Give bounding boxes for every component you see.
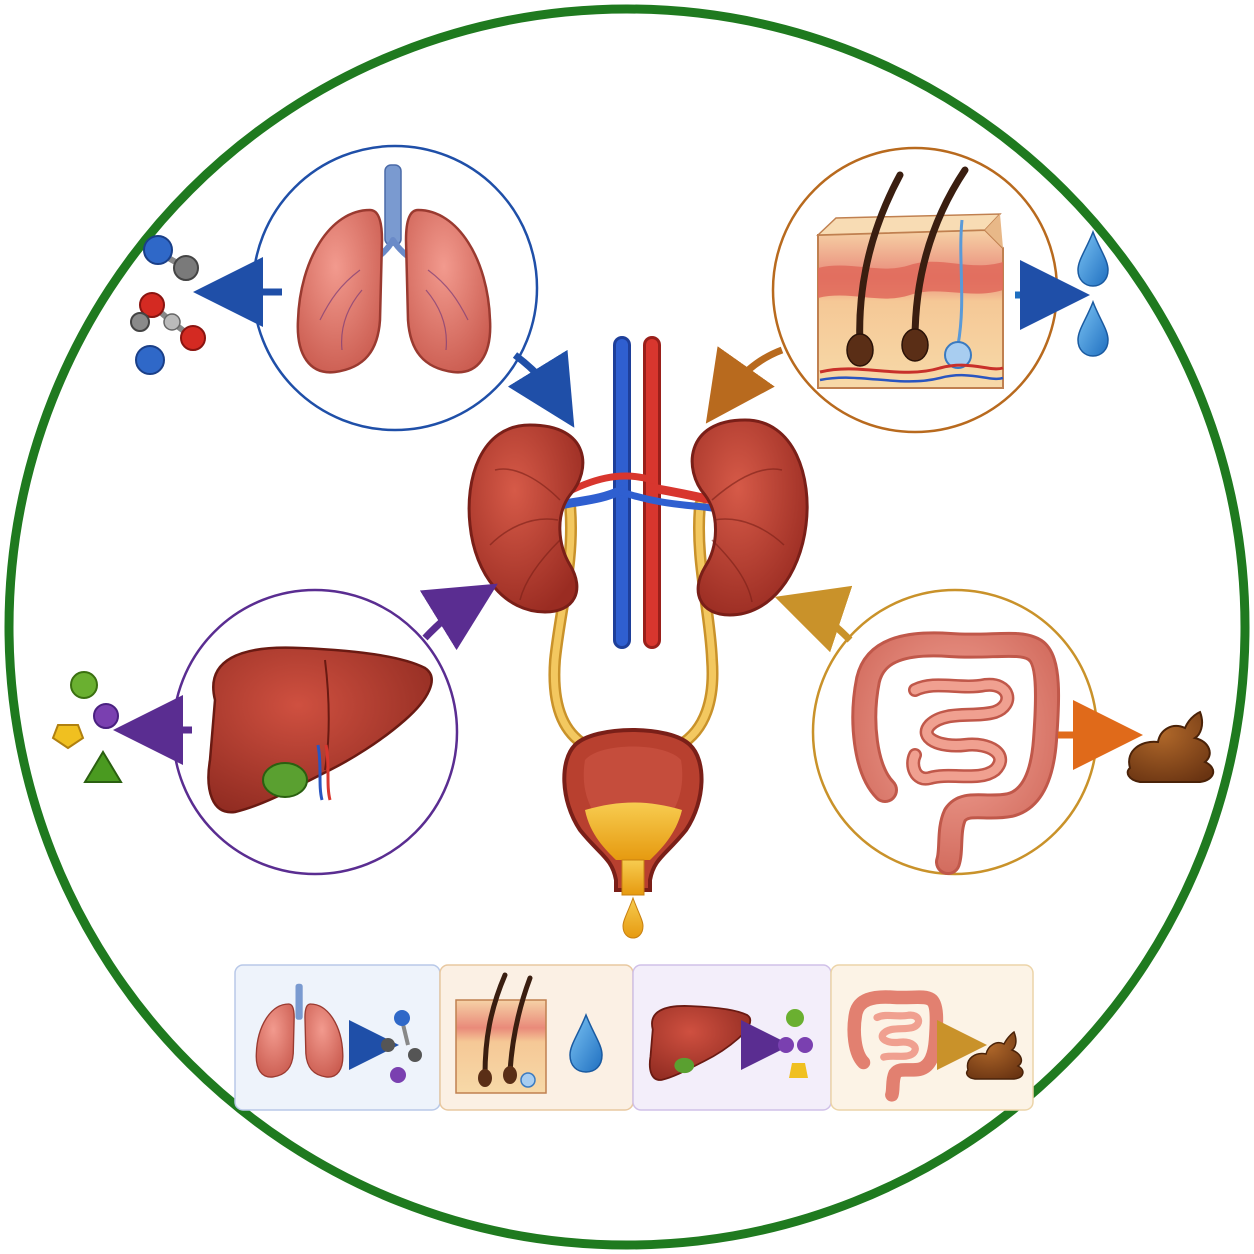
lungs-icon (255, 983, 344, 1078)
small-intestine-fill (908, 680, 1012, 784)
molecule-icon (381, 1010, 422, 1083)
skin-right-face (985, 214, 1003, 248)
liver-panel (51, 583, 498, 876)
trachea (384, 164, 402, 246)
hepatic-artery (324, 744, 332, 801)
intestine-icon (851, 631, 1061, 875)
skin-to-kidney-arrow (705, 346, 784, 424)
water-drop-icon (569, 1012, 603, 1073)
left-kidney-veins (489, 468, 561, 601)
summary-card-skin (439, 964, 634, 1111)
renal-vein-left (555, 485, 627, 510)
water-drop-icon (1077, 229, 1109, 287)
hair-1 (856, 171, 904, 349)
intestine-to-kidney-arrow (774, 585, 853, 653)
kidneys-bladder-icon (467, 336, 809, 939)
lungs-icon (296, 164, 492, 374)
urethra (621, 859, 645, 896)
left-ureter-inner (550, 501, 589, 749)
summary-card-intestine (830, 964, 1034, 1111)
molecule-icon (130, 235, 206, 375)
follicle-2 (901, 328, 929, 362)
intestine-panel (774, 585, 1215, 876)
sweat-duct (956, 219, 964, 346)
summary-card-lungs (234, 964, 441, 1111)
sweat-gland (944, 341, 972, 369)
water-drop-icon-2 (1077, 299, 1109, 357)
skin-section-icon (816, 166, 1004, 389)
liver-icon (207, 646, 433, 814)
feces-icon (965, 1030, 1024, 1080)
right-kidney-veins (711, 468, 785, 603)
right-lung (404, 208, 492, 374)
skin-vessels-blue (819, 373, 1004, 383)
skin-section-icon (455, 972, 547, 1094)
summary-card-liver (632, 964, 832, 1111)
lungs-to-kidney-arrow (507, 349, 575, 428)
skin-vessels (819, 363, 1004, 374)
dermis-band (818, 261, 1003, 299)
liver-icon (648, 1005, 752, 1081)
left-kidney (467, 423, 585, 614)
urine-pool (585, 802, 682, 860)
lungs-panel (130, 144, 575, 432)
summary-strip (234, 964, 1034, 1111)
skin-block (817, 228, 1004, 389)
bile-duct (316, 744, 324, 801)
gallbladder (262, 762, 308, 798)
left-lung (296, 208, 384, 374)
large-intestine-fill (854, 634, 1058, 872)
renal-vein-right (618, 488, 716, 512)
skin-panel (705, 146, 1109, 434)
shapes-icon (51, 671, 123, 783)
follicle-1 (846, 333, 874, 367)
feces-icon (1126, 710, 1215, 783)
urine-drop (622, 896, 644, 939)
lung-vessels (319, 269, 469, 351)
liver (207, 646, 433, 814)
liver-to-kidney-arrow (419, 583, 498, 651)
right-ureter-inner (676, 501, 716, 749)
shapes-icon (778, 1009, 813, 1078)
intestine-icon (847, 990, 944, 1102)
hair-2 (911, 166, 969, 344)
